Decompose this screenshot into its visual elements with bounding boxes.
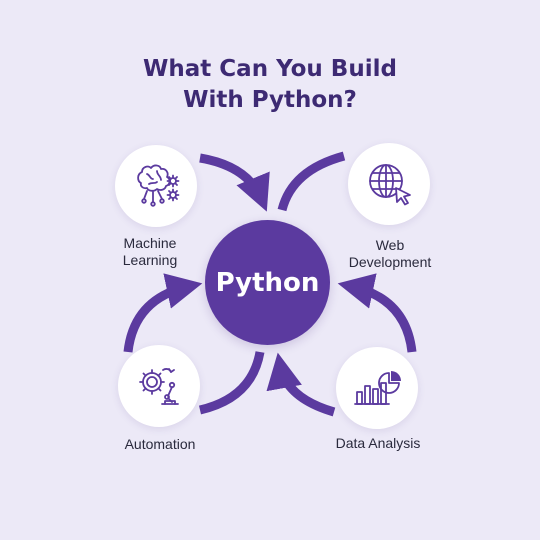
bar-pie-chart-icon — [354, 371, 401, 405]
automation-label: Automation — [105, 436, 215, 453]
web-development-label: Web Development — [335, 237, 445, 271]
arrow-python-to-automation-top — [123, 273, 203, 353]
globe-cursor-icon — [369, 164, 411, 206]
web-development-label-line-1: Web — [375, 237, 405, 253]
title-line-2: With Python? — [183, 87, 357, 113]
arrow-automation-to-python — [198, 351, 265, 415]
web-development-node — [348, 143, 430, 225]
web-development-label-line-2: Development — [348, 254, 432, 270]
diagram-title: What Can You Build With Python? — [0, 54, 540, 116]
arrow-data-to-python-bottom — [266, 352, 336, 417]
automation-node — [118, 345, 200, 427]
arrow-ml-to-python — [199, 153, 270, 212]
python-hub: Python — [205, 220, 330, 345]
data-analysis-label-text: Data Analysis — [335, 435, 421, 451]
machine-learning-node — [115, 145, 197, 227]
arrow-web-to-python — [277, 151, 346, 212]
gear-robot-arm-icon — [139, 368, 179, 405]
brain-gears-icon — [137, 164, 180, 207]
machine-learning-label: Machine Learning — [100, 235, 200, 269]
hub-label: Python — [215, 267, 320, 298]
automation-label-text: Automation — [124, 436, 196, 452]
data-analysis-node — [336, 347, 418, 429]
machine-learning-label-line-1: Machine — [123, 235, 177, 251]
title-line-1: What Can You Build — [143, 56, 397, 82]
machine-learning-label-line-2: Learning — [122, 252, 178, 268]
arrow-data-to-python-right — [337, 273, 417, 353]
data-analysis-label: Data Analysis — [318, 435, 438, 452]
